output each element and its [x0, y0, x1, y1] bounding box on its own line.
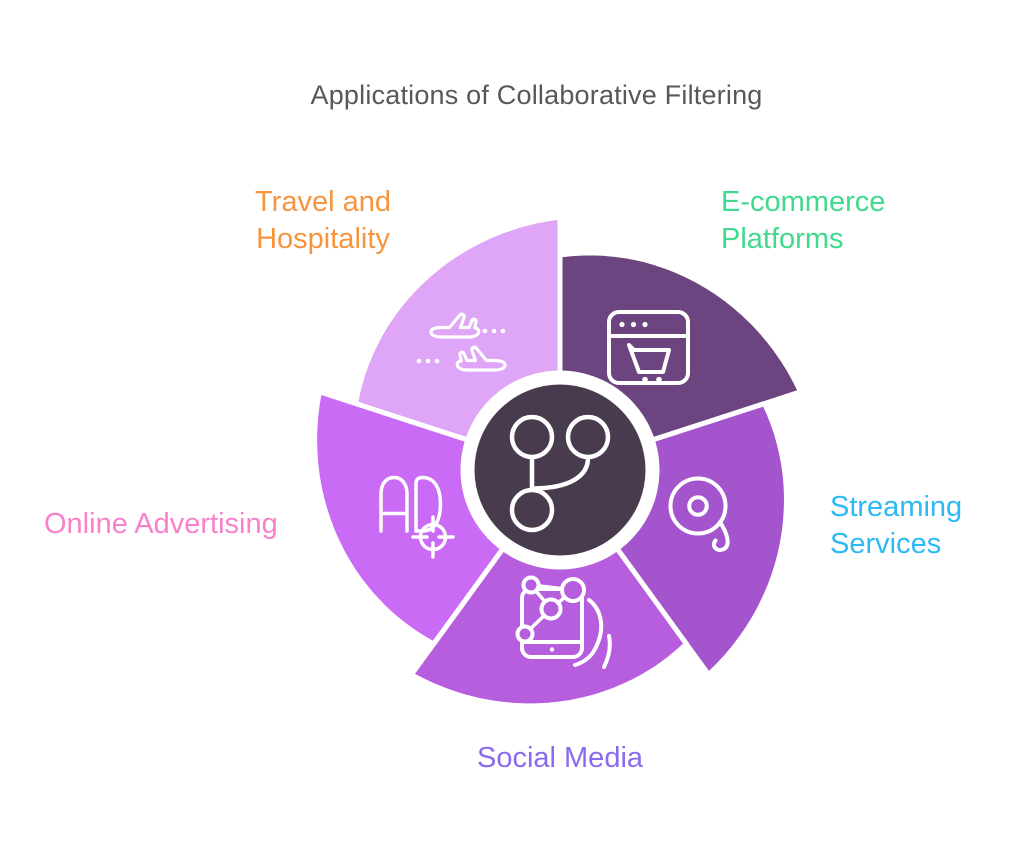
label-travel: Travel and Hospitality	[255, 186, 391, 255]
segment-advertising	[312, 389, 506, 647]
segment-ecommerce	[557, 250, 804, 443]
wheel-blades	[312, 214, 804, 709]
label-social: Social Media	[476, 742, 644, 774]
film-reel-icon	[668, 476, 730, 552]
center-hub	[469, 379, 651, 561]
segment-streaming	[614, 401, 789, 678]
label-advertising: Online Advertising	[44, 508, 278, 540]
git-branch-icon	[509, 414, 611, 533]
ad-target-icon	[379, 475, 455, 559]
page-title: Applications of Collaborative Filtering	[310, 80, 763, 110]
segment-social	[408, 546, 689, 709]
label-ecommerce: E-commerce Platforms	[721, 186, 886, 255]
label-streaming: Streaming Services	[830, 491, 963, 560]
browser-cart-icon	[607, 310, 690, 385]
airplanes-icon	[416, 312, 507, 372]
phone-network-icon	[515, 575, 612, 669]
